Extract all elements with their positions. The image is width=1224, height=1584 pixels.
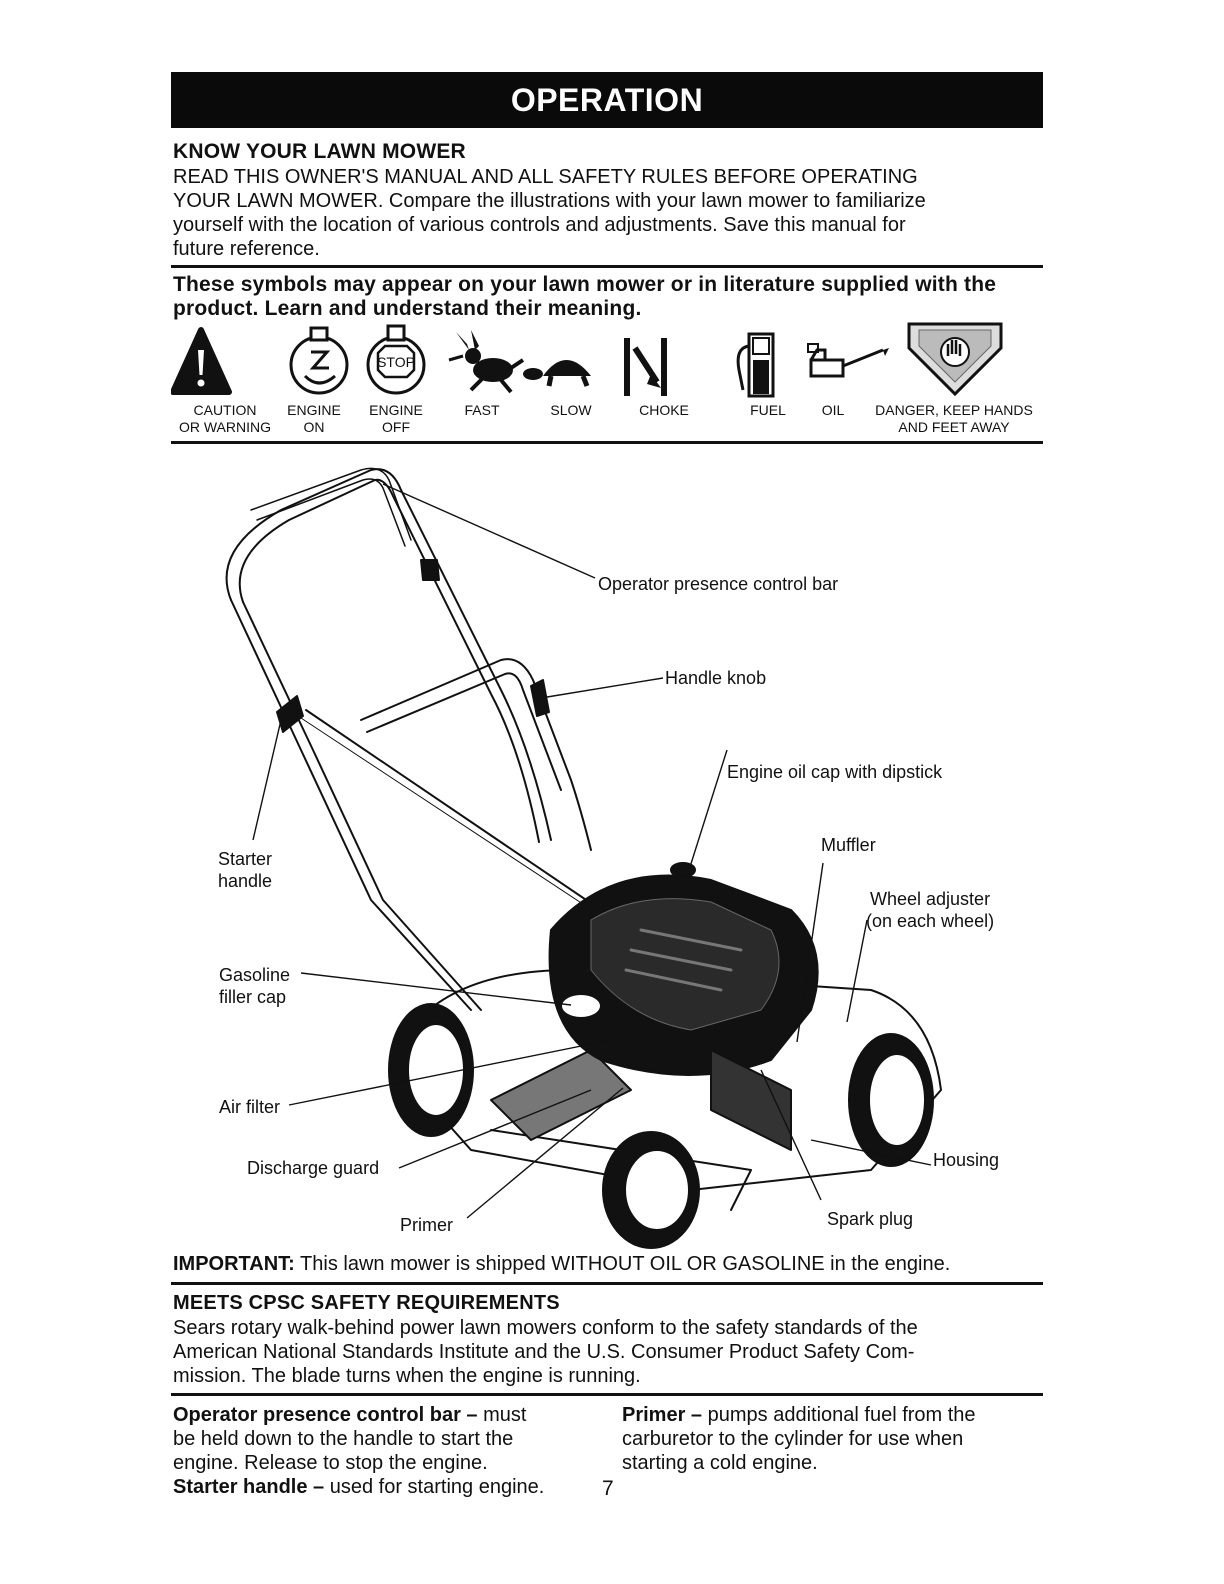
symbol-label-line: AND FEET AWAY (898, 419, 1010, 435)
cpsc-line: American National Standards Institute an… (173, 1341, 915, 1363)
callout-primer: Primer (400, 1215, 453, 1235)
symbol-label-fuel: FUEL (750, 402, 786, 418)
engine-off-stop-text: STOP (377, 354, 415, 370)
definition-text: pumps additional fuel from the (702, 1404, 976, 1426)
divider (171, 1393, 1043, 1396)
symbol-label-engine-on: ENGINE ON (279, 402, 349, 436)
callout-line: Wheel adjuster (870, 889, 991, 909)
know-line: YOUR LAWN MOWER. Compare the illustratio… (173, 190, 926, 212)
callout-wheel-adjuster: Wheel adjuster (on each wheel) (866, 888, 994, 932)
symbols-intro: These symbols may appear on your lawn mo… (173, 273, 1043, 321)
callout-discharge-guard: Discharge guard (247, 1158, 380, 1178)
callout-line: Starter (218, 849, 273, 869)
definition-starter-handle: Starter handle – used for starting engin… (173, 1475, 613, 1499)
cpsc-line: Sears rotary walk-behind power lawn mowe… (173, 1317, 918, 1339)
symbol-label-oil: OIL (821, 402, 845, 418)
symbol-label-line: ON (303, 419, 325, 435)
callout-operator-bar: Operator presence control bar (598, 574, 839, 594)
definition-term: Primer – (622, 1404, 703, 1426)
definition-line: carburetor to the cylinder for use when (622, 1428, 964, 1450)
symbol-label-choke: CHOKE (639, 402, 689, 418)
definition-text: used for starting engine. (324, 1476, 545, 1498)
important-label: IMPORTANT: (173, 1253, 295, 1275)
rabbit-fast-icon (448, 330, 525, 394)
definition-operator-bar: Operator presence control bar – must (173, 1403, 613, 1427)
symbols-row: STOP (171, 322, 1003, 398)
oil-can-icon (807, 343, 889, 378)
callout-line: (on each wheel) (866, 911, 995, 931)
callout-line: filler cap (219, 987, 287, 1007)
important-note: IMPORTANT: This lawn mower is shipped WI… (173, 1252, 1045, 1276)
definition-text: must (477, 1404, 527, 1426)
lawn-mower-diagram (225, 467, 942, 1249)
turtle-slow-icon (523, 360, 591, 387)
callout-housing: Housing (933, 1150, 1000, 1170)
cpsc-line: mission. The blade turns when the engine… (173, 1365, 641, 1387)
important-text: This lawn mower is shipped WITHOUT OIL O… (294, 1253, 951, 1275)
cpsc-paragraph: Sears rotary walk-behind power lawn mowe… (173, 1316, 1043, 1388)
callout-air-filter: Air filter (219, 1097, 281, 1117)
symbol-label-line: ENGINE (369, 402, 423, 418)
divider (171, 1282, 1043, 1285)
symbol-label-line: ENGINE (287, 402, 341, 418)
definition-term: Starter handle – (173, 1476, 325, 1498)
definitions-left: Operator presence control bar – must be … (173, 1403, 613, 1499)
fuel-pump-icon (736, 332, 775, 398)
page-number: 7 (602, 1477, 614, 1500)
symbol-label-fast: FAST (464, 402, 500, 418)
definition-primer: Primer – pumps additional fuel from the (622, 1403, 1042, 1427)
symbol-label-line: OR WARNING (178, 419, 272, 435)
definitions-right: Primer – pumps additional fuel from the … (622, 1403, 1042, 1475)
keep-hands-away-icon (907, 322, 1003, 397)
callout-line: Gasoline (219, 965, 291, 985)
symbols-intro-line: product. Learn and understand their mean… (173, 297, 642, 320)
engine-off-icon: STOP (366, 324, 426, 395)
definition-term: Operator presence control bar – (173, 1404, 478, 1426)
section-heading-know: KNOW YOUR LAWN MOWER (173, 140, 466, 163)
callout-handle-knob: Handle knob (665, 668, 767, 688)
definition-line: engine. Release to stop the engine. (173, 1452, 488, 1474)
symbol-label-line: CAUTION (193, 402, 257, 418)
symbol-label-line: DANGER, KEEP HANDS (875, 402, 1033, 418)
callout-line: handle (218, 871, 273, 891)
callout-spark-plug: Spark plug (827, 1209, 914, 1229)
callout-gasoline-cap: Gasoline filler cap (219, 964, 290, 1008)
choke-icon (624, 338, 667, 396)
divider (171, 441, 1043, 444)
divider (171, 265, 1043, 268)
know-line: future reference. (173, 238, 320, 260)
know-paragraph: READ THIS OWNER'S MANUAL AND ALL SAFETY … (173, 165, 1043, 261)
definition-line: starting a cold engine. (622, 1452, 818, 1474)
definition-line: be held down to the handle to start the (173, 1428, 514, 1450)
page-banner: OPERATION (171, 72, 1043, 128)
symbol-label-engine-off: ENGINE OFF (361, 402, 431, 436)
callout-muffler: Muffler (821, 835, 876, 855)
callout-oil-cap: Engine oil cap with dipstick (727, 762, 943, 782)
symbol-label-line: OFF (382, 419, 410, 435)
symbol-label-slow: SLOW (550, 402, 592, 418)
know-line: READ THIS OWNER'S MANUAL AND ALL SAFETY … (173, 166, 918, 188)
know-line: yourself with the location of various co… (173, 214, 906, 236)
symbols-intro-line: These symbols may appear on your lawn mo… (173, 273, 997, 296)
engine-on-icon (289, 326, 349, 395)
caution-warning-icon (171, 327, 232, 395)
section-heading-cpsc: MEETS CPSC SAFETY REQUIREMENTS (173, 1292, 560, 1314)
symbol-label-caution: CAUTION OR WARNING (163, 402, 287, 436)
callout-starter-handle: Starter handle (218, 848, 272, 892)
symbol-label-danger: DANGER, KEEP HANDS AND FEET AWAY (866, 402, 1042, 436)
